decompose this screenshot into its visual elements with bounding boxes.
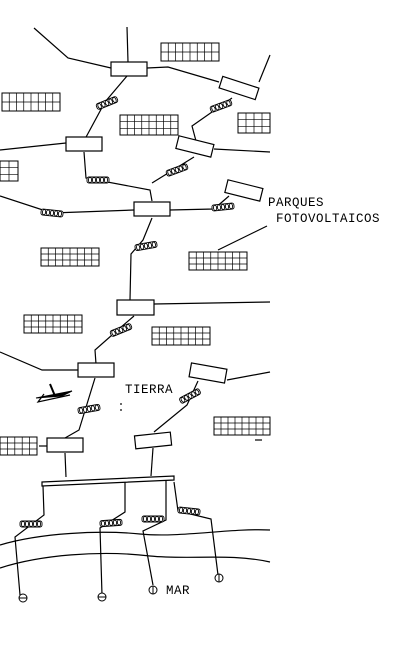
- sea-anchors: [18, 573, 224, 603]
- anchor-icon: [214, 573, 224, 583]
- pv-panel-array: [188, 251, 248, 271]
- pv-panel-array: [0, 160, 19, 182]
- turbine-coil-symbol: [209, 99, 233, 113]
- label-mar: MAR: [166, 584, 190, 598]
- substation-box: [110, 61, 148, 77]
- turbine-coil-symbol: [165, 163, 189, 177]
- turbine-coil-symbol: [95, 96, 119, 110]
- label-fotovoltaicos: FOTOVOLTAICOS: [276, 212, 380, 226]
- substation-box: [218, 75, 260, 101]
- anchor-icon: [148, 585, 158, 595]
- substation-box: [65, 136, 103, 152]
- turbine-coil-symbol: [99, 518, 123, 528]
- substation-box: [188, 362, 228, 384]
- label-parques: PARQUES: [268, 196, 324, 210]
- substation-boxes: [46, 61, 264, 453]
- pv-panel-array: [237, 112, 271, 134]
- turbine-coil-symbol: [109, 323, 133, 337]
- pv-panel-arrays: [0, 42, 271, 456]
- turbine-coil-symbol: [134, 241, 158, 251]
- pv-panel-array: [151, 326, 211, 346]
- substation-box: [133, 431, 173, 450]
- pv-panel-array: [213, 416, 271, 436]
- anchor-icon: [97, 592, 107, 602]
- substation-box: [175, 135, 215, 158]
- turbine-coil-symbol: [77, 404, 101, 414]
- substation-box: [77, 362, 115, 378]
- substation-box: [224, 179, 264, 202]
- turbine-coil-symbol: [86, 176, 110, 184]
- substation-box: [133, 201, 171, 217]
- pv-panel-array: [23, 314, 83, 334]
- pv-panel-array: [1, 92, 61, 112]
- turbine-coil-symbol: [141, 515, 165, 523]
- pv-panel-array: [160, 42, 220, 62]
- turbine-coil-symbol: [177, 506, 201, 516]
- pv-panel-array: [119, 114, 179, 136]
- substation-box: [116, 299, 155, 316]
- label-tierra: TIERRA: [125, 383, 173, 397]
- turbine-coil-symbol: [40, 208, 64, 218]
- turbine-coil-symbol: [179, 388, 201, 404]
- turbine-coil-symbol: [211, 202, 235, 212]
- turbine-symbol: [35, 383, 122, 411]
- turbine-coil-symbols: [19, 96, 235, 528]
- pv-panel-array: [0, 436, 38, 456]
- substation-box: [46, 437, 84, 453]
- pv-panel-array: [40, 247, 100, 267]
- anchor-icon: [18, 593, 28, 603]
- turbine-coil-symbol: [19, 520, 43, 528]
